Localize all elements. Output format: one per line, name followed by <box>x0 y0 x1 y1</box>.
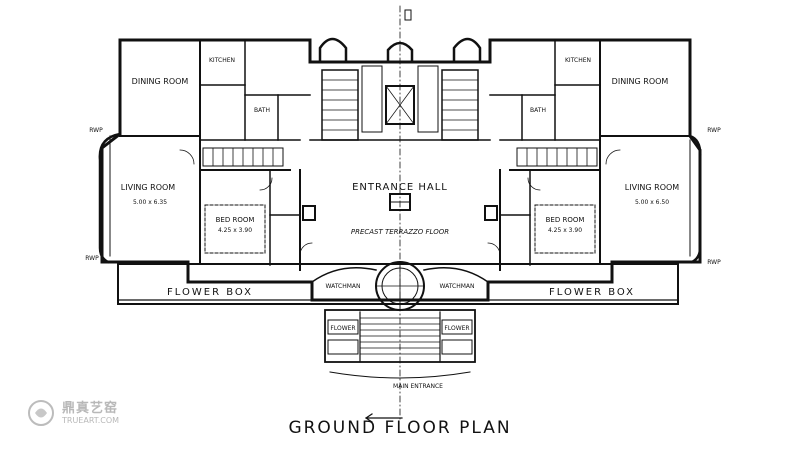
bay-window-left <box>98 132 122 264</box>
label-living-right: LIVING ROOM <box>625 183 680 192</box>
label-bath-right: BATH <box>530 107 546 114</box>
label-kitchen-left: KITCHEN <box>209 57 235 64</box>
label-bed-dim-right: 4.25 x 3.90 <box>548 227 582 234</box>
label-watchman-left: WATCHMAN <box>325 283 360 290</box>
label-flower-left: FLOWER <box>330 325 355 332</box>
label-entrance-hall: ENTRANCE HALL <box>352 182 448 193</box>
stair-tower-left <box>318 37 348 64</box>
label-flower-right: FLOWER <box>444 325 469 332</box>
stair-tower-right <box>452 37 482 64</box>
label-bed-dim-left: 4.25 x 3.90 <box>218 227 252 234</box>
building-outline <box>100 38 702 302</box>
main-entrance-arrow <box>364 413 403 423</box>
label-flower-box-left: FLOWER BOX <box>167 287 253 298</box>
label-dining-left: DINING ROOM <box>132 77 189 86</box>
north-marker-icon <box>404 9 412 21</box>
label-rwp-right-top: RWP <box>707 127 721 134</box>
label-bed-left: BED ROOM <box>216 216 255 224</box>
watermark-english: TRUEART.COM <box>62 415 120 425</box>
drawing-title: GROUND FLOOR PLAN <box>288 418 512 438</box>
label-rwp-right-bottom: RWP <box>707 259 721 266</box>
label-living-dim-right: 5.00 x 6.50 <box>635 199 669 206</box>
label-flower-box-right: FLOWER BOX <box>549 287 635 298</box>
bay-window-right <box>688 134 702 264</box>
flower-box-outline <box>117 263 679 305</box>
label-living-left: LIVING ROOM <box>121 183 176 192</box>
label-kitchen-right: KITCHEN <box>565 57 591 64</box>
label-bed-right: BED ROOM <box>546 216 585 224</box>
label-rwp-left-top: RWP <box>89 127 103 134</box>
label-main-entrance: MAIN ENTRANCE <box>393 383 443 390</box>
watermark-chinese: 鼎真艺窑 <box>62 400 119 416</box>
label-dining-right: DINING ROOM <box>612 77 669 86</box>
label-living-dim-left: 5.00 x 6.35 <box>133 199 167 206</box>
center-lift-arch <box>386 41 414 64</box>
watermark-logo-icon <box>28 400 54 426</box>
watermark: 鼎真艺窑 TRUEART.COM <box>26 398 119 428</box>
label-floor: PRECAST TERRAZZO FLOOR <box>351 228 449 236</box>
label-bath-left: BATH <box>254 107 270 114</box>
label-watchman-right: WATCHMAN <box>439 283 474 290</box>
label-rwp-left-bottom: RWP <box>85 255 99 262</box>
